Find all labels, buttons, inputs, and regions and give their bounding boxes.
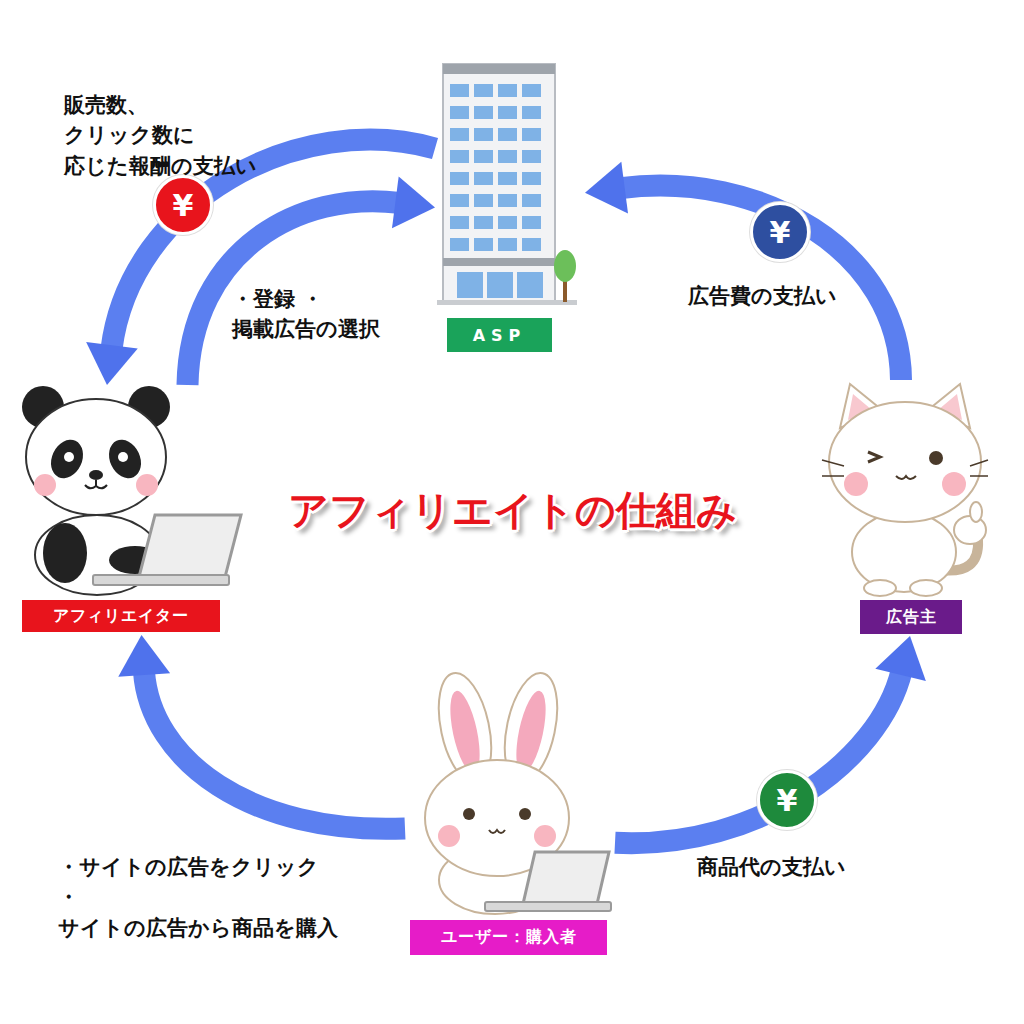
user-node: ユーザー：購入者	[405, 670, 615, 958]
arrow-body	[188, 201, 400, 385]
rabbit-illustration	[405, 670, 615, 918]
node-label: ASP	[473, 326, 527, 345]
label-band: ユーザー：購入者	[410, 920, 607, 955]
advertiser-node: 広告主	[820, 380, 1000, 636]
arrow-head	[392, 177, 435, 229]
arrow-body	[615, 671, 902, 843]
currency-symbol: ¥	[770, 215, 791, 250]
label-band: ASP	[447, 318, 552, 352]
flow-arrow	[188, 177, 436, 385]
arrow-head	[86, 342, 138, 385]
affiliater-node: アフィリエイター	[15, 385, 245, 635]
diagram-title: アフィリエイトの仕組み	[0, 483, 1024, 538]
flow-arrow	[118, 635, 405, 829]
arrow-head	[118, 635, 170, 677]
edge-label: ・サイトの広告をクリック ・サイトの広告から商品を購入	[58, 852, 338, 943]
panda-illustration	[15, 385, 245, 597]
edge-label: 広告費の支払い	[688, 281, 837, 311]
currency-symbol: ¥	[173, 188, 194, 223]
arrow-head	[585, 162, 628, 214]
edge-label: 商品代の支払い	[697, 852, 846, 882]
arrow-head	[875, 636, 926, 681]
edge-label: ・登録 ・掲載広告の選択	[232, 284, 380, 345]
asp-node: ASP	[435, 60, 585, 355]
building-illustration	[435, 60, 585, 310]
flow-arrow	[585, 162, 901, 380]
arrow-body	[144, 671, 405, 829]
flow-arrow	[615, 636, 926, 843]
node-label: アフィリエイター	[53, 606, 189, 627]
currency-symbol: ¥	[777, 783, 798, 818]
edge-label: 販売数、クリック数に 応じた報酬の支払い	[64, 90, 257, 181]
arrow-body	[621, 186, 901, 380]
cat-illustration	[820, 380, 1000, 598]
yen-circle: ¥	[757, 770, 817, 830]
yen-circle: ¥	[750, 202, 810, 262]
node-label: ユーザー：購入者	[441, 927, 577, 948]
label-band: アフィリエイター	[22, 600, 220, 632]
label-band: 広告主	[860, 600, 962, 634]
node-label: 広告主	[886, 607, 937, 628]
yen-circle: ¥	[153, 175, 213, 235]
